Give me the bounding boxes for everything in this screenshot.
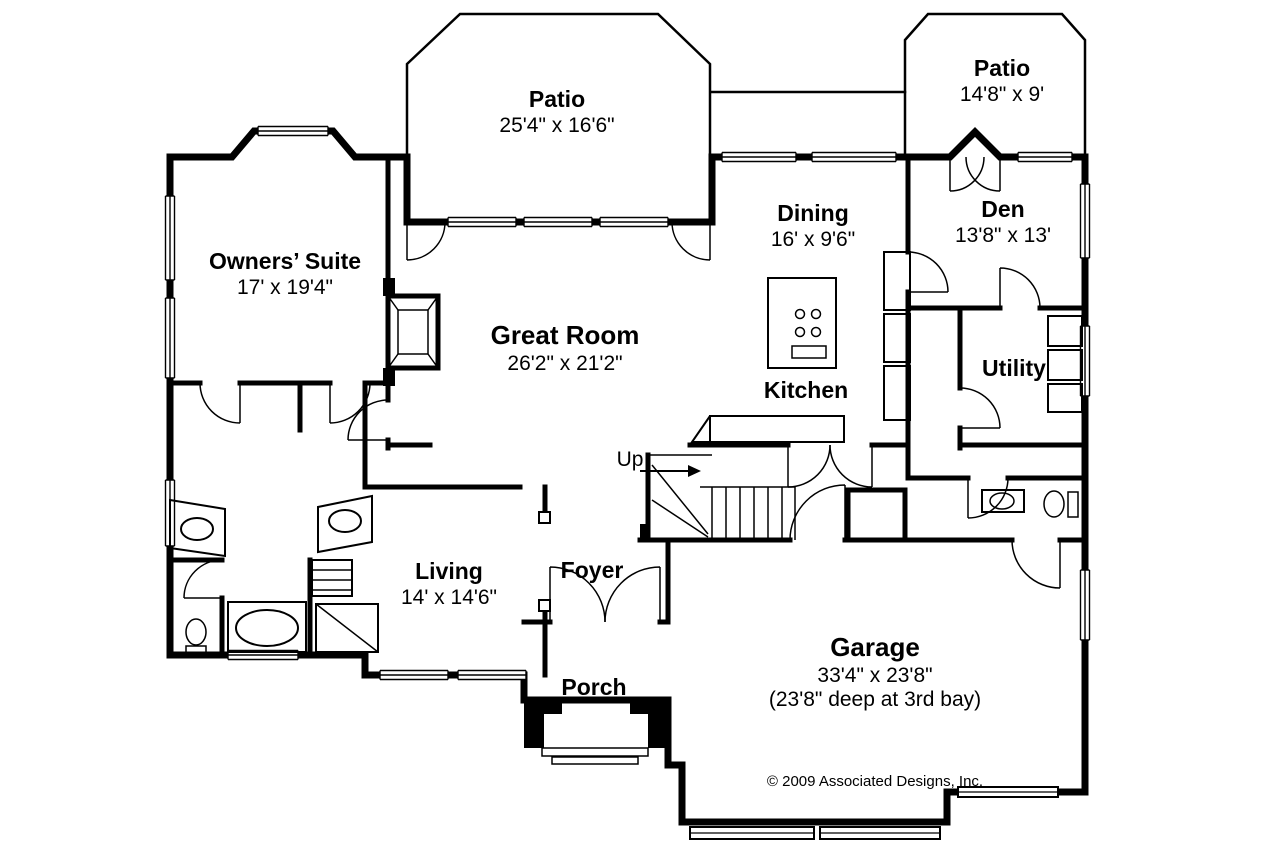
label-patio-main: Patio 25'4" x 16'6" — [499, 86, 614, 139]
patio-right-outline — [903, 12, 1087, 159]
label-stairs-up: Up — [617, 448, 644, 473]
den-patio-doors — [949, 156, 1001, 192]
label-dining: Dining 16' x 9'6" — [771, 200, 855, 253]
label-patio-right: Patio 14'8" x 9' — [960, 55, 1044, 108]
room-name: Porch — [561, 674, 627, 700]
patio-door-right — [671, 221, 711, 261]
room-dims: 16' x 9'6" — [770, 228, 856, 252]
room-name: Patio — [528, 86, 586, 112]
doors — [183, 156, 1061, 623]
stair-closet — [845, 487, 908, 543]
patio-outlines — [405, 12, 1087, 160]
up-text: Up — [616, 448, 644, 471]
room-dims: 13'8" x 13' — [954, 224, 1052, 248]
copyright-text: © 2009 Associated Designs, Inc. — [766, 773, 984, 790]
label-living: Living 14' x 14'6" — [401, 558, 497, 611]
wc-door — [183, 559, 223, 599]
fridge-oven-stack — [883, 251, 911, 421]
den-closet-door — [999, 267, 1041, 309]
room-dims: 26'2" x 21'2" — [507, 351, 623, 375]
bath-door-right — [329, 382, 371, 424]
powder-fixtures — [981, 489, 1079, 518]
kitchen-counter — [690, 415, 845, 443]
room-name: Patio — [973, 55, 1031, 81]
kitchen-island — [767, 277, 837, 369]
powder-sink — [989, 492, 1015, 510]
utility-sink — [1047, 383, 1083, 413]
room-name: Kitchen — [763, 377, 849, 403]
front-doors — [549, 566, 661, 623]
linen-shelves — [311, 559, 353, 597]
vanity-left — [169, 498, 226, 558]
garage-side-door — [1011, 539, 1061, 589]
room-name: Utility — [982, 355, 1046, 381]
den-door — [907, 251, 949, 293]
bath-fixtures — [169, 494, 379, 657]
room-note: (23'8" deep at 3rd bay) — [768, 688, 982, 712]
garage-entry-door — [789, 484, 846, 541]
room-dims: 17' x 19'4" — [236, 276, 334, 300]
label-kitchen: Kitchen — [764, 377, 848, 404]
powder-toilet — [1043, 490, 1065, 518]
utility-fixtures — [1047, 315, 1083, 413]
windows — [164, 125, 1091, 681]
powder-door — [967, 477, 1009, 519]
room-name: Den — [981, 196, 1025, 222]
patio-door-left — [406, 221, 446, 261]
room-name: Garage — [830, 632, 920, 662]
label-owners-suite: Owners’ Suite 17' x 19'4" — [209, 248, 361, 301]
sink — [328, 509, 362, 533]
bath-walls — [167, 557, 313, 658]
room-name: Dining — [777, 200, 849, 226]
label-utility: Utility — [982, 355, 1046, 382]
room-name: Great Room — [490, 320, 640, 350]
room-dims: 25'4" x 16'6" — [499, 114, 615, 138]
label-porch: Porch — [561, 674, 626, 701]
toilet — [185, 618, 207, 657]
label-den: Den 13'8" x 13' — [955, 196, 1051, 249]
room-dims: 14'8" x 9' — [959, 83, 1045, 107]
vanity-right — [317, 494, 373, 554]
interior-walls — [167, 154, 1088, 678]
sink — [180, 517, 214, 541]
washer — [1047, 315, 1083, 347]
bath-door-left — [199, 382, 241, 424]
shower — [315, 603, 379, 653]
porch-steps — [524, 700, 668, 765]
stairs — [640, 454, 796, 540]
suite-door — [347, 399, 389, 441]
label-garage: Garage 33'4" x 23'8" (23'8" deep at 3rd … — [769, 632, 981, 713]
kitchen-hall-doors — [787, 444, 873, 488]
patio-main-outline — [405, 12, 712, 160]
kitchen-fixtures — [690, 251, 911, 443]
up-arrow — [640, 465, 701, 477]
room-dims: 33'4" x 23'8" — [817, 663, 933, 687]
label-great-room: Great Room 26'2" x 21'2" — [491, 320, 640, 376]
powder-counter — [981, 489, 1025, 513]
utility-door — [959, 387, 1001, 429]
room-name: Living — [415, 558, 483, 584]
label-foyer: Foyer — [561, 557, 624, 584]
room-name: Owners’ Suite — [208, 248, 362, 274]
closet-walls — [297, 380, 368, 490]
tub — [227, 601, 307, 653]
dryer — [1047, 349, 1083, 381]
cooktop — [791, 308, 827, 359]
room-dims: 14' x 14'6" — [400, 586, 498, 610]
room-name: Foyer — [560, 557, 624, 583]
fireplace — [383, 278, 441, 386]
garage-door-openings — [689, 786, 1059, 840]
